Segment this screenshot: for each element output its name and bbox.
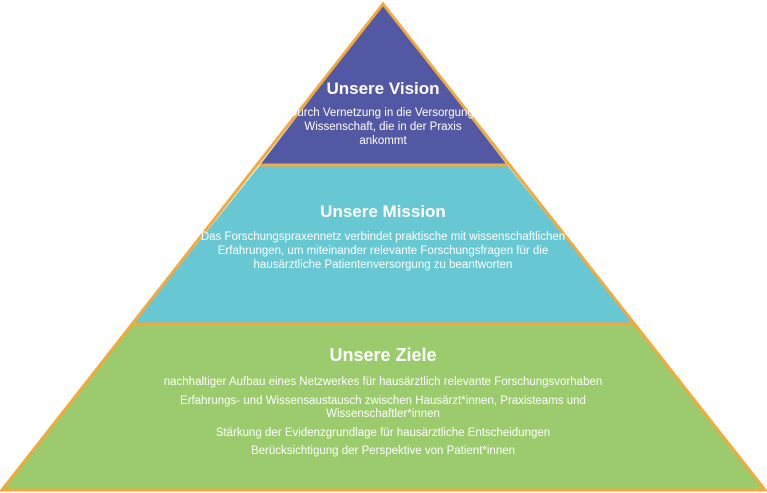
mission-block: Unsere Mission Das Forschungspraxennetz … <box>200 202 566 272</box>
vision-title: Unsere Vision <box>326 79 440 98</box>
goal-item: nachhaltiger Aufbau eines Netzwerkes für… <box>163 376 603 388</box>
goal-item: Erfahrungs- und Wissensaustausch zwische… <box>180 394 586 421</box>
vision-block: Unsere Vision Durch Vernetzung in die Ve… <box>285 79 481 148</box>
goals-block: Unsere Ziele nachhaltiger Aufbau eines N… <box>110 345 656 464</box>
mission-description: Das Forschungspraxennetz verbindet prakt… <box>200 231 566 272</box>
mission-title: Unsere Mission <box>320 202 446 221</box>
goal-item: Berücksichtigung der Perspektive von Pat… <box>250 445 516 458</box>
vision-tier <box>260 4 507 165</box>
vision-description: Durch Vernetzung in die Versorgung: Wiss… <box>289 107 477 148</box>
goal-item: Stärkung der Evidenzgrundlage für hausär… <box>215 426 551 439</box>
goals-title: Unsere Ziele <box>329 345 437 365</box>
mission-tier <box>133 165 634 324</box>
goals-tier <box>2 324 765 490</box>
